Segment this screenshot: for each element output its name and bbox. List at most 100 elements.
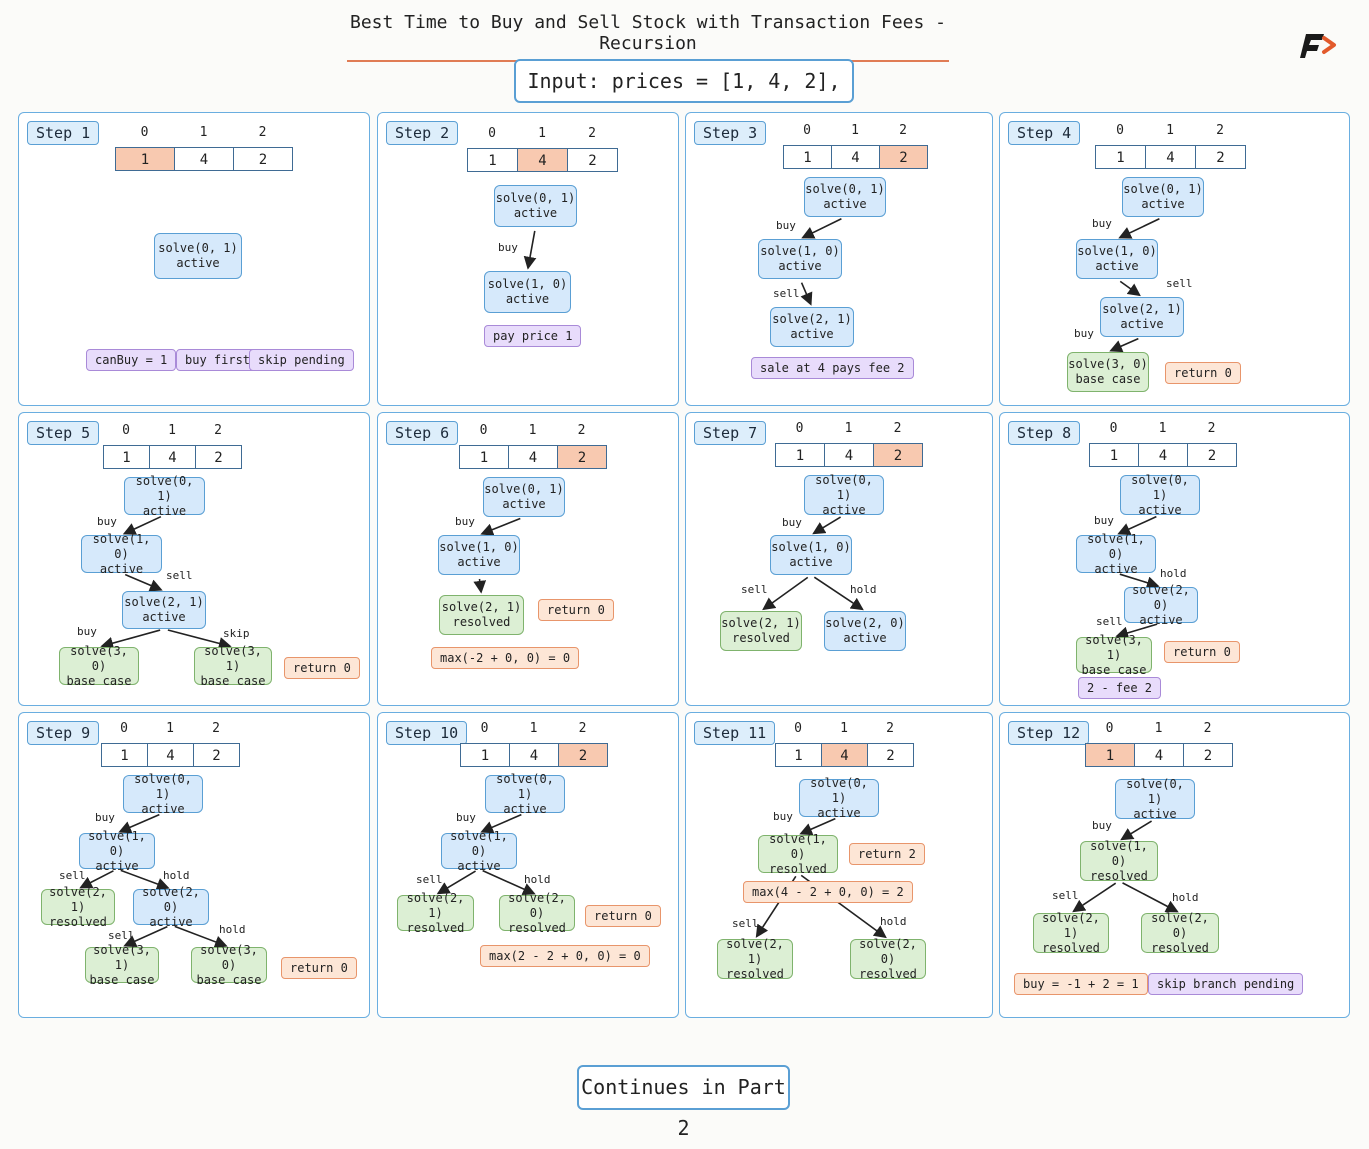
recursion-node: solve(3, 1)base case <box>1076 633 1152 677</box>
recursion-node: solve(1, 0)active <box>770 535 852 575</box>
array-index: 0 <box>120 721 128 736</box>
array-index: 1 <box>851 123 859 138</box>
note-chip: return 0 <box>1164 641 1240 663</box>
edge-label: sell <box>732 917 759 930</box>
node-status: active <box>513 206 558 220</box>
edge-label: buy <box>95 811 115 824</box>
step-label: Step 12 <box>1008 721 1090 745</box>
node-call: solve(1, 0) <box>92 531 151 561</box>
node-call: solve(2, 1) <box>124 595 204 609</box>
recursion-node: solve(0, 1)active <box>154 233 242 279</box>
node-call: solve(2, 0) <box>508 890 566 920</box>
array-index: 2 <box>1207 421 1216 436</box>
node-status: active <box>142 503 187 518</box>
array-index: 2 <box>1203 721 1212 736</box>
edge-label: hold <box>880 915 907 928</box>
note-chip: skip pending <box>249 349 354 371</box>
edge-label: buy <box>455 515 475 528</box>
edge-label: skip <box>223 627 250 640</box>
note-chip: buy = -1 + 2 = 1 <box>1014 973 1148 995</box>
recursion-node: solve(0, 1)active <box>799 775 879 820</box>
node-status: active <box>1095 259 1139 273</box>
node-call: solve(0, 1) <box>1131 472 1189 502</box>
price-cell: 1 <box>1095 145 1146 169</box>
price-cell: 1 <box>460 743 510 767</box>
continues-box: Continues in Part 2 <box>577 1065 790 1140</box>
array-index: 0 <box>803 123 811 138</box>
recursion-node: solve(1, 0)active <box>484 271 571 313</box>
note-chip: return 0 <box>585 905 661 927</box>
array-index: 2 <box>577 423 586 438</box>
node-status: active <box>1094 561 1138 576</box>
price-cell: 1 <box>103 445 150 469</box>
price-cell: 2 <box>879 145 928 169</box>
node-call: solve(3, 0) <box>1068 357 1148 371</box>
array-index: 0 <box>794 721 802 736</box>
array-index: 0 <box>795 421 804 436</box>
node-call: solve(2, 0) <box>1132 582 1190 612</box>
recursion-node: solve(2, 0)active <box>824 611 906 651</box>
price-cell: 2 <box>233 147 293 171</box>
node-call: solve(1, 0) <box>450 828 508 858</box>
array-index: 2 <box>214 423 222 438</box>
step-label: Step 4 <box>1008 121 1081 145</box>
recursion-node: solve(3, 1)base case <box>194 644 272 688</box>
node-call: solve(1, 0) <box>487 277 568 291</box>
node-call: solve(0, 1) <box>810 775 868 805</box>
note-chip: return 0 <box>538 599 614 621</box>
node-call: solve(2, 0) <box>825 616 905 630</box>
edge-label: sell <box>1052 889 1079 902</box>
recursion-node: solve(2, 1)resolved <box>397 891 474 935</box>
edge-label: sell <box>166 569 193 582</box>
array-index: 1 <box>844 421 853 436</box>
recursion-node: solve(0, 1)active <box>804 177 886 217</box>
node-call: solve(2, 1) <box>49 884 107 914</box>
node-call: solve(3, 0) <box>70 643 128 673</box>
edge-label: hold <box>163 869 190 882</box>
array-index: 0 <box>479 423 488 438</box>
node-call: solve(1, 0) <box>769 831 827 861</box>
node-status: active <box>823 197 867 211</box>
edge-arrow <box>1122 882 1179 913</box>
note-chip: max(2 - 2 + 0, 0) = 0 <box>480 945 650 967</box>
edge-label: buy <box>1094 514 1114 527</box>
array-index: 2 <box>1216 123 1224 138</box>
node-status: base case <box>200 673 266 688</box>
node-status: active <box>149 914 193 929</box>
recursion-node: solve(2, 1)resolved <box>1033 911 1109 955</box>
node-status: resolved <box>732 631 790 645</box>
node-call: solve(2, 1) <box>772 312 852 326</box>
edge-label: buy <box>782 516 802 529</box>
node-status: active <box>503 801 547 816</box>
price-cell: 4 <box>149 445 196 469</box>
edge-label: hold <box>1172 891 1199 904</box>
array-index: 1 <box>166 721 174 736</box>
recursion-node: solve(2, 0)resolved <box>850 937 926 981</box>
price-cell: 1 <box>459 445 509 469</box>
node-call: solve(0, 1) <box>484 482 564 496</box>
node-status: base case <box>89 972 155 987</box>
step-label: Step 5 <box>27 421 100 445</box>
price-cell: 2 <box>867 743 914 767</box>
edge-label: buy <box>498 241 518 254</box>
note-chip: 2 - fee 2 <box>1078 677 1162 699</box>
edge-arrow <box>1119 280 1141 297</box>
node-status: active <box>778 259 822 273</box>
array-index: 2 <box>893 421 902 436</box>
edge-label: hold <box>1160 567 1187 580</box>
edge-label: buy <box>1092 819 1112 832</box>
recursion-node: solve(3, 0)base case <box>191 943 267 987</box>
node-call: solve(3, 1) <box>93 942 151 972</box>
node-call: solve(0, 1) <box>495 191 576 205</box>
edge-arrow <box>1072 882 1117 913</box>
step-label: Step 2 <box>386 121 459 145</box>
node-status: resolved <box>769 861 827 876</box>
node-status: active <box>790 327 834 341</box>
step-label: Step 11 <box>694 721 776 745</box>
edge-arrow <box>1109 337 1139 353</box>
